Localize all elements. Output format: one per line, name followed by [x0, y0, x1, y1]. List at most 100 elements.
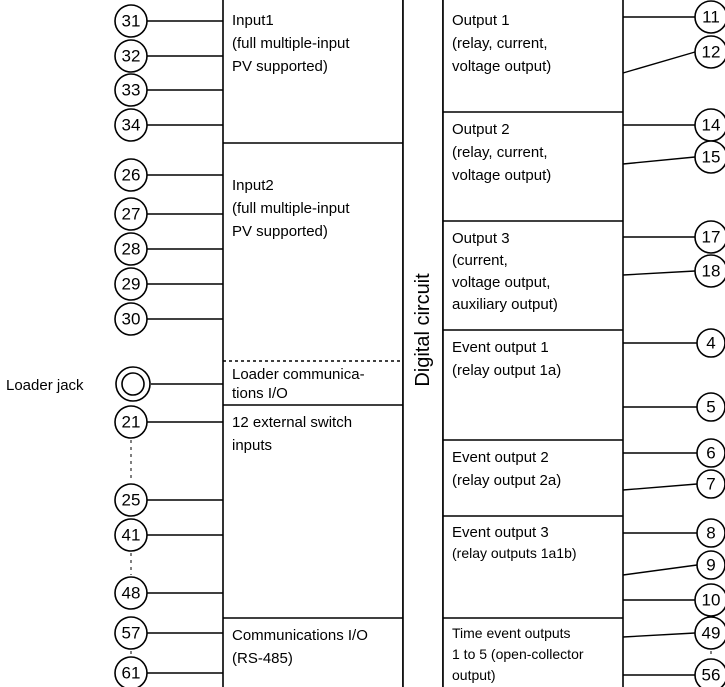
right-block-frame: [442, 0, 624, 687]
svg-text:voltage output,: voltage output,: [452, 274, 550, 291]
svg-text:17: 17: [702, 228, 721, 247]
svg-text:(relay outputs 1a1b): (relay outputs 1a1b): [452, 545, 577, 561]
terminal-57[interactable]: 57: [114, 616, 148, 650]
svg-text:14: 14: [702, 116, 721, 135]
svg-text:61: 61: [122, 664, 141, 683]
svg-text:Output 1: Output 1: [452, 12, 510, 29]
digital-circuit-frame: [402, 0, 444, 687]
comm-io-label: Communications I/O (RS-485): [232, 627, 368, 667]
svg-text:5: 5: [706, 398, 715, 417]
right-wires: [622, 16, 698, 676]
terminal-25[interactable]: 25: [114, 483, 148, 517]
terminal-11[interactable]: 11: [694, 0, 725, 34]
output3-label: Output 3 (current, voltage output, auxil…: [452, 230, 558, 313]
terminal-5[interactable]: 5: [696, 392, 725, 422]
svg-text:10: 10: [702, 591, 721, 610]
terminal-41[interactable]: 41: [114, 518, 148, 552]
terminal-7[interactable]: 7: [696, 469, 725, 499]
time-event-label: Time event outputs 1 to 5 (open-collecto…: [452, 625, 584, 683]
svg-text:6: 6: [706, 444, 715, 463]
svg-text:34: 34: [122, 116, 141, 135]
svg-text:Input1: Input1: [232, 12, 274, 29]
terminal-31[interactable]: 31: [114, 4, 148, 38]
svg-text:Communications I/O: Communications I/O: [232, 627, 368, 644]
left-block-frame: [222, 0, 404, 687]
svg-text:(relay, current,: (relay, current,: [452, 144, 548, 161]
terminal-28[interactable]: 28: [114, 232, 148, 266]
input1-label: Input1 (full multiple-input PV supported…: [232, 12, 350, 75]
terminal-32[interactable]: 32: [114, 39, 148, 73]
svg-text:(relay output 2a): (relay output 2a): [452, 472, 561, 489]
svg-text:48: 48: [122, 584, 141, 603]
svg-text:49: 49: [702, 624, 721, 643]
terminal-56[interactable]: 56: [694, 658, 725, 687]
svg-text:12 external switch: 12 external switch: [232, 414, 352, 431]
svg-text:tions I/O: tions I/O: [232, 385, 288, 402]
svg-text:15: 15: [702, 148, 721, 167]
svg-text:27: 27: [122, 205, 141, 224]
svg-text:Event output 3: Event output 3: [452, 524, 549, 541]
output1-label: Output 1 (relay, current, voltage output…: [452, 12, 551, 75]
terminal-26[interactable]: 26: [114, 158, 148, 192]
event1-label: Event output 1 (relay output 1a): [452, 339, 561, 379]
svg-text:33: 33: [122, 81, 141, 100]
svg-text:inputs: inputs: [232, 437, 272, 454]
svg-text:voltage output): voltage output): [452, 58, 551, 75]
svg-text:30: 30: [122, 310, 141, 329]
terminal-17[interactable]: 17: [694, 220, 725, 254]
terminal-34[interactable]: 34: [114, 108, 148, 142]
terminal-30[interactable]: 30: [114, 302, 148, 336]
terminal-4[interactable]: 4: [696, 328, 725, 358]
terminal-8[interactable]: 8: [696, 518, 725, 548]
svg-text:32: 32: [122, 47, 141, 66]
terminal-12[interactable]: 12: [694, 35, 725, 69]
loader-jack-icon[interactable]: [115, 366, 151, 402]
terminal-21[interactable]: 21: [114, 405, 148, 439]
svg-text:Output 2: Output 2: [452, 121, 510, 138]
terminal-15[interactable]: 15: [694, 140, 725, 174]
svg-text:26: 26: [122, 166, 141, 185]
terminal-27[interactable]: 27: [114, 197, 148, 231]
event3-label: Event output 3 (relay outputs 1a1b): [452, 524, 577, 561]
terminal-29[interactable]: 29: [114, 267, 148, 301]
svg-text:(full multiple-input: (full multiple-input: [232, 200, 350, 217]
svg-text:29: 29: [122, 275, 141, 294]
terminal-9[interactable]: 9: [696, 550, 725, 580]
svg-text:28: 28: [122, 240, 141, 259]
svg-text:(relay, current,: (relay, current,: [452, 35, 548, 52]
switch-inputs-label: 12 external switch inputs: [232, 414, 352, 454]
svg-text:Loader communica-: Loader communica-: [232, 366, 365, 383]
terminal-14[interactable]: 14: [694, 108, 725, 142]
terminal-6[interactable]: 6: [696, 438, 725, 468]
svg-text:Event output 2: Event output 2: [452, 449, 549, 466]
svg-text:Time event outputs: Time event outputs: [452, 625, 571, 641]
terminal-10[interactable]: 10: [694, 583, 725, 617]
svg-text:voltage output): voltage output): [452, 167, 551, 184]
terminal-48[interactable]: 48: [114, 576, 148, 610]
event2-label: Event output 2 (relay output 2a): [452, 449, 561, 489]
svg-text:7: 7: [706, 475, 715, 494]
terminal-33[interactable]: 33: [114, 73, 148, 107]
svg-text:1 to 5 (open-collector: 1 to 5 (open-collector: [452, 646, 584, 662]
svg-text:56: 56: [702, 666, 721, 685]
svg-text:(RS-485): (RS-485): [232, 650, 293, 667]
svg-text:PV supported): PV supported): [232, 223, 328, 240]
svg-text:PV supported): PV supported): [232, 58, 328, 75]
input2-label: Input2 (full multiple-input PV supported…: [232, 177, 350, 240]
output2-label: Output 2 (relay, current, voltage output…: [452, 121, 551, 184]
svg-text:25: 25: [122, 491, 141, 510]
terminal-61[interactable]: 61: [114, 656, 148, 687]
svg-text:4: 4: [706, 334, 715, 353]
svg-text:31: 31: [122, 12, 141, 31]
svg-text:Output 3: Output 3: [452, 230, 510, 247]
terminal-49[interactable]: 49: [694, 616, 725, 650]
loader-jack-label: Loader jack: [6, 377, 84, 394]
terminal-18[interactable]: 18: [694, 254, 725, 288]
svg-text:11: 11: [702, 8, 720, 27]
svg-text:(current,: (current,: [452, 252, 508, 269]
svg-text:18: 18: [702, 262, 721, 281]
svg-text:(full multiple-input: (full multiple-input: [232, 35, 350, 52]
svg-text:12: 12: [702, 43, 721, 62]
svg-text:output): output): [452, 667, 496, 683]
